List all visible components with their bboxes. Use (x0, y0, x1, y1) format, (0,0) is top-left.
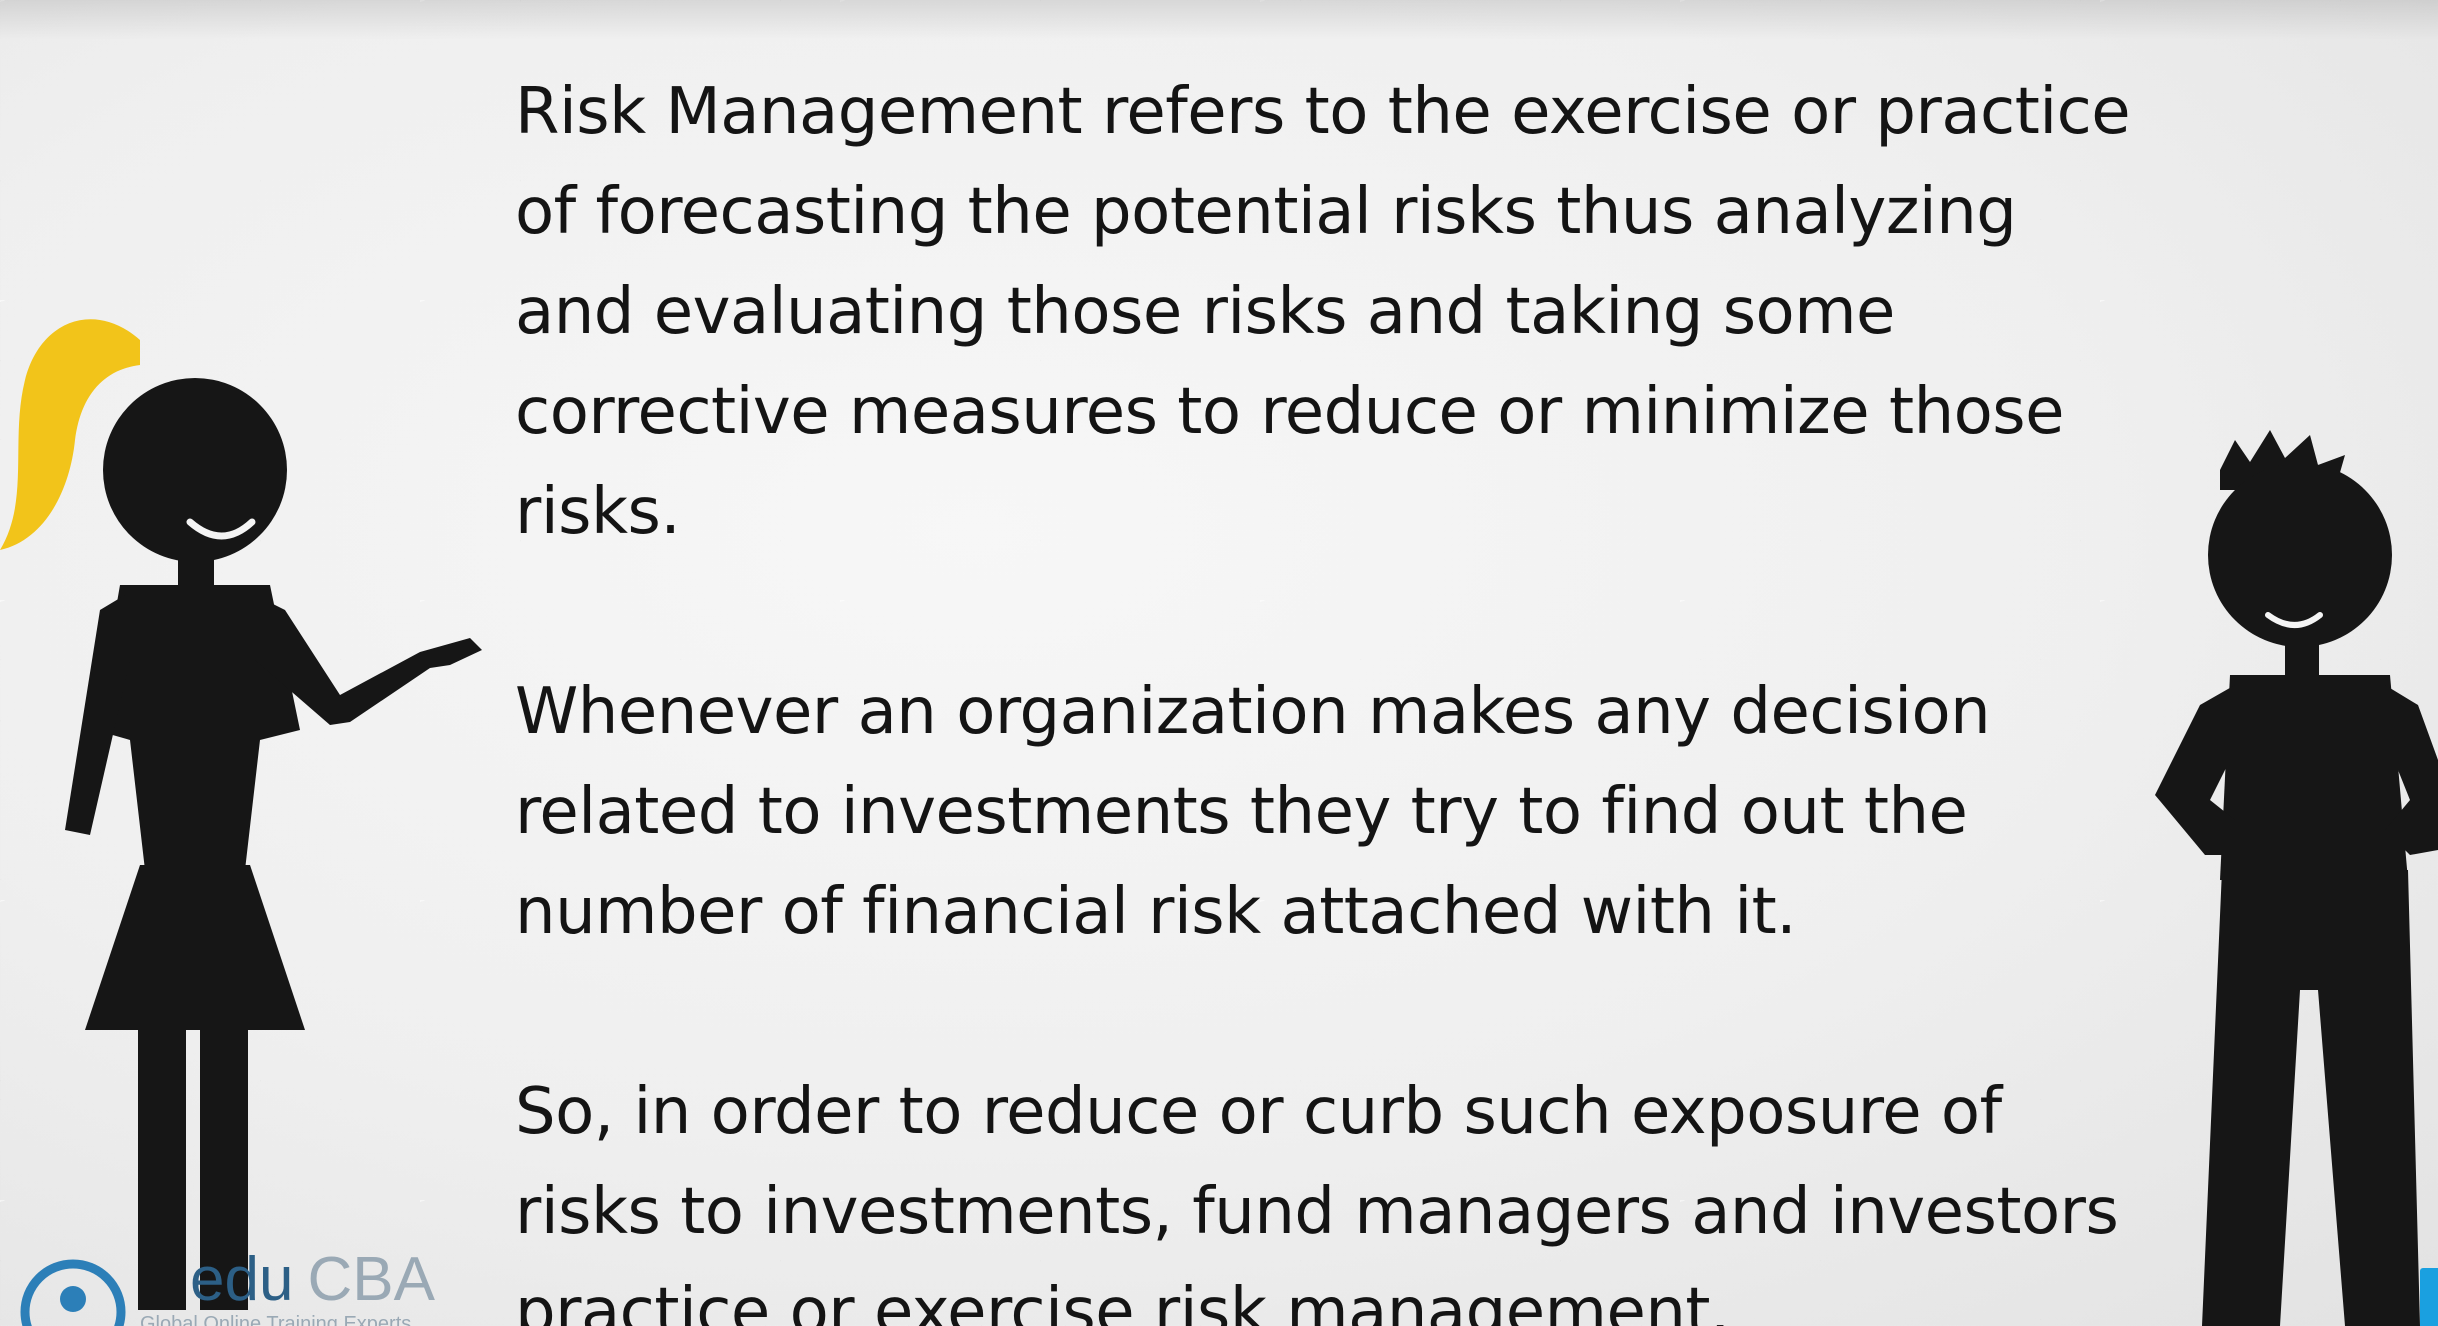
corner-badge (2420, 1268, 2438, 1326)
man-hands-on-hips-silhouette-icon (2155, 430, 2438, 1326)
logo-cba-text: CBA (307, 1245, 435, 1314)
paragraph-risk-practice: So, in order to reduce or curb such expo… (515, 1075, 2119, 1326)
woman-presenting-silhouette-icon (0, 319, 482, 1310)
explanation-text: Risk Management refers to the exercise o… (515, 62, 2155, 1326)
paragraph-definition: Risk Management refers to the exercise o… (515, 75, 2131, 549)
logo-edu-text: edu (190, 1245, 294, 1314)
logo-tagline: Global Online Training Experts (140, 1313, 412, 1326)
person-circle-logo-icon (20, 1259, 126, 1326)
top-shadow (0, 0, 2438, 40)
paragraph-investment-decisions: Whenever an organization makes any decis… (515, 675, 1991, 949)
